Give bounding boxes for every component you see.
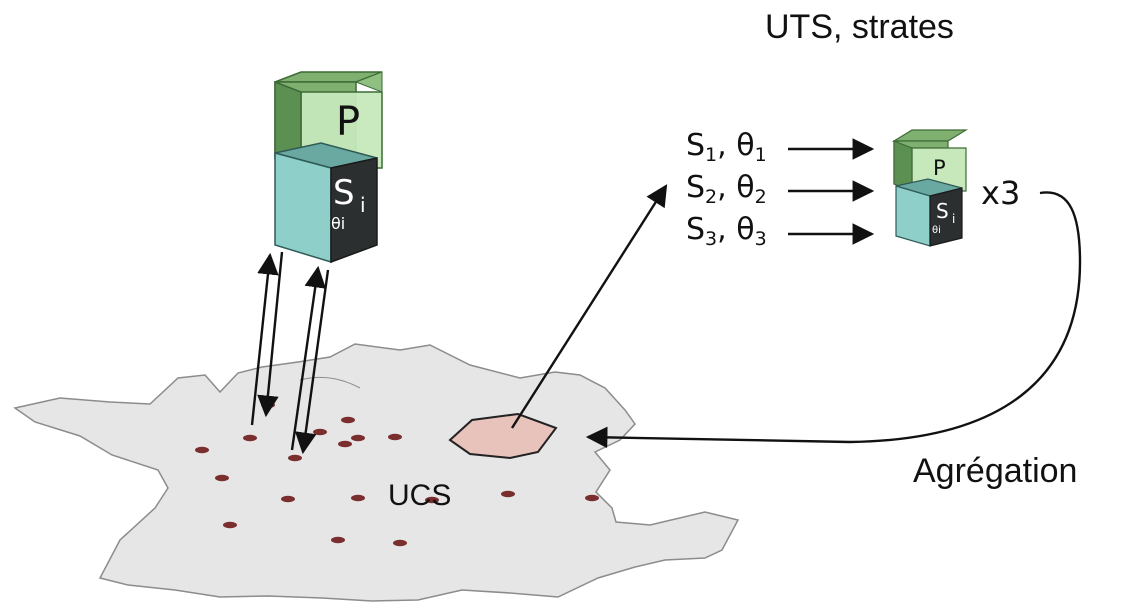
large-cube-stack: P S i θi <box>274 71 383 264</box>
strate-1: S1, θ1 <box>686 128 767 166</box>
sample-point <box>393 539 407 547</box>
strate-arrows <box>788 138 875 245</box>
strate-theta-sub: 1 <box>754 144 767 166</box>
sample-point <box>351 434 365 442</box>
strate-theta-sub: 2 <box>754 186 767 208</box>
aggregation-label: Agrégation <box>913 452 1078 490</box>
sample-point <box>195 446 209 454</box>
border-line <box>299 376 361 389</box>
sample-point <box>425 496 439 504</box>
sample-point <box>331 536 345 544</box>
arrow-down-left <box>257 251 284 418</box>
ucs-label: UCS <box>388 479 452 512</box>
multiplier-label: x3 <box>981 174 1021 212</box>
sample-point <box>215 474 229 482</box>
strate-s-sub: 2 <box>705 186 718 208</box>
aggregation-curve <box>585 191 1082 449</box>
small-cube-stack: P S i θi <box>891 129 969 247</box>
arrow-up-left <box>250 252 279 426</box>
s-cube-subscript: i <box>360 193 366 217</box>
strate-s: S <box>686 212 706 247</box>
sample-point <box>501 490 515 498</box>
s-cube: S i θi <box>274 142 378 264</box>
sample-points <box>195 401 599 547</box>
sample-point <box>288 454 302 462</box>
sample-point <box>338 440 352 448</box>
strate-3: S3, θ3 <box>686 212 767 250</box>
exchange-arrows <box>250 251 330 455</box>
strate-theta-sub: 3 <box>754 228 767 250</box>
arrow-ucs-to-strates <box>510 184 668 429</box>
arrow-up-right <box>290 265 326 451</box>
sample-point <box>243 434 257 442</box>
small-s-label: S <box>936 199 949 223</box>
sample-point <box>223 521 237 529</box>
sample-point <box>281 495 295 503</box>
france-map <box>13 343 740 602</box>
strate-s: S <box>686 128 706 163</box>
p-cube-label: P <box>336 99 360 145</box>
sample-point <box>388 433 402 441</box>
small-s-subscript: i <box>952 212 955 226</box>
diagram-title: UTS, strates <box>765 8 954 46</box>
small-s-cube: S i θi <box>895 178 963 247</box>
sample-point <box>585 494 599 502</box>
small-p-label: P <box>933 156 946 180</box>
small-s-theta: θi <box>932 225 941 236</box>
strate-theta: θ <box>736 212 755 247</box>
strate-theta: θ <box>736 170 755 205</box>
arrow-down-right <box>294 269 330 455</box>
sample-point <box>341 416 355 424</box>
s-cube-label: S <box>333 173 355 213</box>
strate-s: S <box>686 170 706 205</box>
strate-theta: θ <box>736 128 755 163</box>
strate-s-sub: 1 <box>705 144 718 166</box>
strate-2: S2, θ2 <box>686 170 767 208</box>
sample-point <box>351 494 365 502</box>
strate-s-sub: 3 <box>705 228 718 250</box>
ucs-region <box>448 412 558 460</box>
s-cube-theta: θi <box>331 214 345 233</box>
sample-point <box>313 428 327 436</box>
